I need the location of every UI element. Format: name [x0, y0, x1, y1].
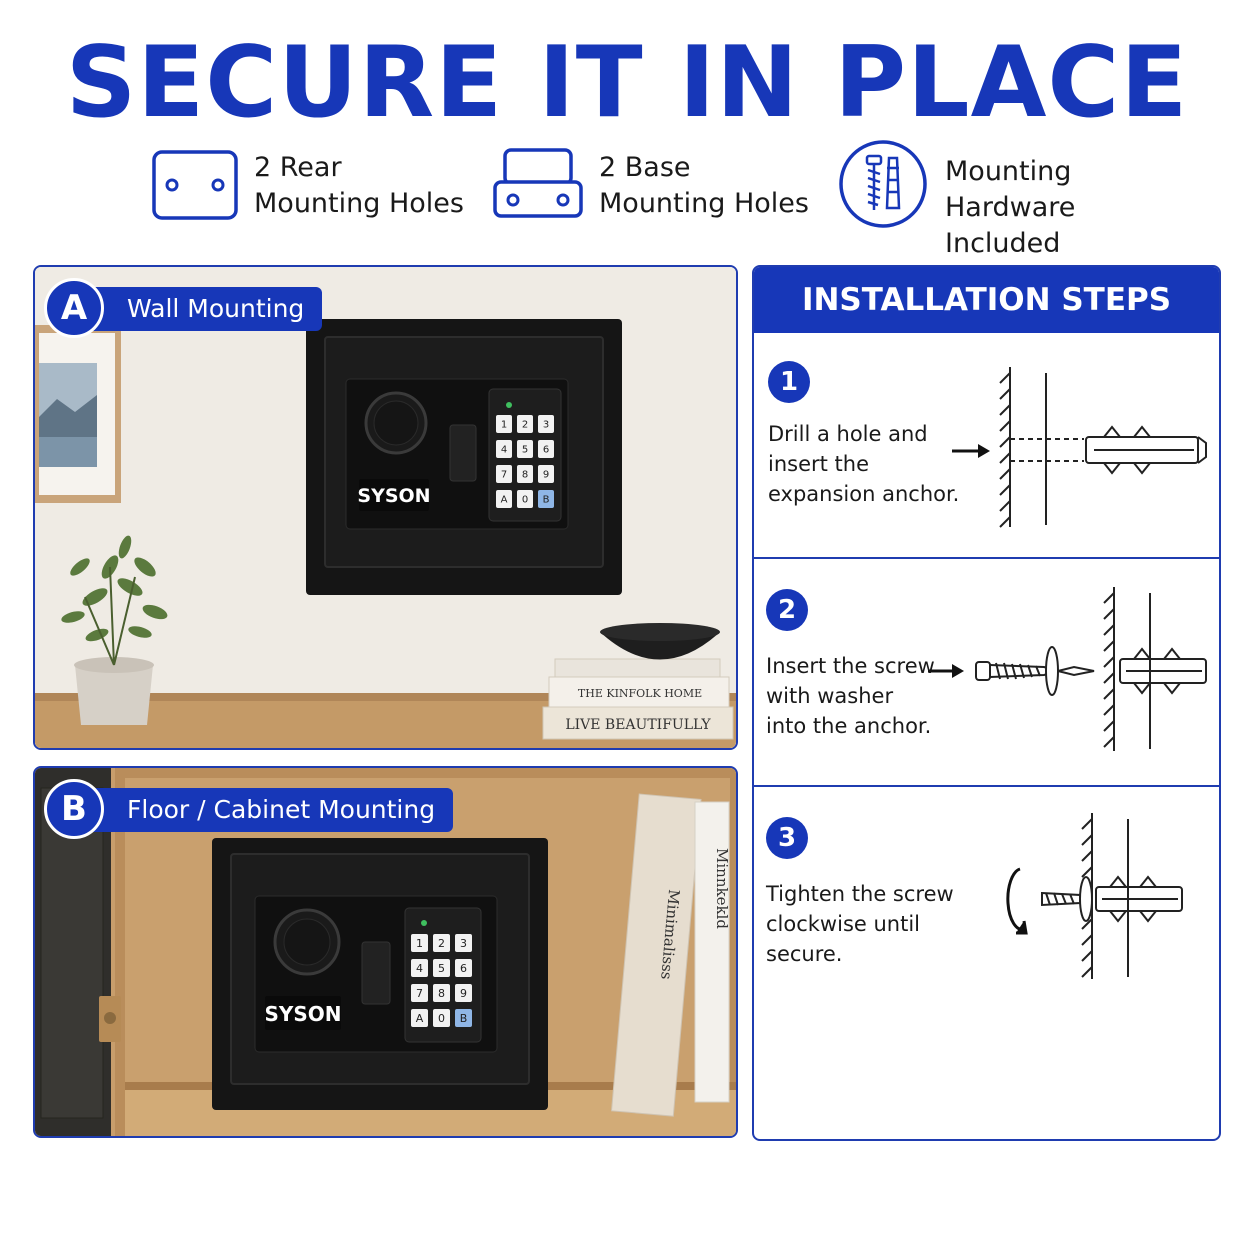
keypad-key-label: 0	[522, 495, 528, 506]
screw-insert-illustration	[928, 587, 1207, 751]
keypad-key-label: 1	[501, 420, 507, 431]
badge-letter-a: A	[44, 278, 104, 338]
feature-line1: 2 Rear	[254, 152, 342, 183]
keypad-key-label: 1	[416, 937, 423, 950]
step-number: 2	[766, 589, 808, 631]
screw-tighten-illustration	[1006, 813, 1183, 979]
rotate-clockwise-icon	[1006, 867, 1028, 935]
feature-line2: Mounting Holes	[599, 188, 809, 219]
keypad-key-label: 6	[460, 962, 467, 975]
keypad-key-label: 9	[543, 470, 549, 481]
keypad-key-label: 3	[543, 420, 549, 431]
keypad-key-label: 4	[501, 445, 507, 456]
keypad-key-label: 2	[438, 937, 445, 950]
keypad-key	[455, 1009, 472, 1027]
keypad-key-label: B	[460, 1012, 468, 1025]
feature-line2: Mounting Holes	[254, 188, 464, 219]
keypad-key	[496, 440, 512, 458]
arrow-icon	[952, 444, 990, 458]
drill-anchor-illustration	[952, 367, 1207, 528]
keypad-key	[517, 440, 533, 458]
keypad-key-label: 3	[460, 937, 467, 950]
keypad-key	[538, 490, 554, 508]
keypad-key	[517, 415, 533, 433]
badge-wall-mounting: Wall Mounting	[77, 287, 323, 331]
step-3: 3 Tighten the screw clockwise until secu…	[754, 787, 1219, 1139]
step-divider	[754, 785, 1219, 787]
keypad-key	[538, 415, 554, 433]
feature-line1: Mounting	[945, 156, 1072, 187]
book-spine-2: Minnkekld	[713, 848, 731, 929]
badge-floor-mounting: Floor / Cabinet Mounting	[77, 788, 454, 832]
safe-wall: SYSON 1 2 3 4 5 6 7 8 9A 0 B	[306, 319, 622, 595]
steps-heading: INSTALLATION STEPS	[754, 267, 1219, 333]
step-number: 3	[766, 817, 808, 859]
keypad-key-label: 0	[438, 1012, 445, 1025]
step-text: Tighten the screw clockwise until secure…	[766, 882, 954, 966]
keypad-key	[455, 984, 472, 1002]
base-mounting-holes-icon	[493, 148, 583, 218]
safe-cabinet: SYSON 1 2 3 4 5 6 7 8 9A 0 B	[212, 838, 548, 1110]
keypad-key	[455, 959, 472, 977]
keypad-key-label: 5	[438, 962, 445, 975]
feature-hardware: Mounting Hardware Included	[837, 140, 1177, 259]
safe-brand: SYSON	[357, 485, 430, 507]
keypad-key-label: 6	[543, 445, 549, 456]
wall-mounting-scene: THE KINFOLK HOME LIVE BEAUTIFULLY SYSON …	[35, 267, 736, 748]
keypad-key	[411, 959, 428, 977]
step-2: 2 Insert the screw with washer into the …	[754, 559, 1219, 785]
keypad-key-label: A	[501, 495, 508, 506]
book-title-1: THE KINFOLK HOME	[578, 687, 702, 700]
feature-line2: Hardware Included	[945, 192, 1076, 259]
feature-rear-holes: 2 Rear Mounting Holes	[150, 140, 470, 230]
keypad-key	[538, 465, 554, 483]
safe-brand: SYSON	[264, 1002, 341, 1026]
keypad-key	[517, 490, 533, 508]
keypad-key-label: 7	[501, 470, 507, 481]
keypad-key	[517, 465, 533, 483]
keypad-key	[496, 490, 512, 508]
keypad-key	[455, 934, 472, 952]
keypad-key	[496, 465, 512, 483]
panel-wall-mounting: THE KINFOLK HOME LIVE BEAUTIFULLY SYSON …	[33, 265, 738, 750]
page-title: SECURE IT IN PLACE	[65, 26, 1189, 140]
book-title-2: LIVE BEAUTIFULLY	[565, 717, 711, 733]
keypad-key-label: 9	[460, 987, 467, 1000]
feature-base-holes: 2 Base Mounting Holes	[493, 140, 813, 230]
rear-mounting-holes-icon	[152, 150, 238, 220]
keypad-key	[433, 984, 450, 1002]
keypad-key	[496, 415, 512, 433]
plant	[61, 535, 168, 725]
step-divider	[754, 557, 1219, 559]
step-1: 1 Drill a hole and insert the expansion …	[754, 333, 1219, 557]
badge-label: Floor / Cabinet Mounting	[127, 795, 436, 824]
keypad-key	[411, 934, 428, 952]
mounting-hardware-icon	[839, 140, 927, 228]
keypad-key-label: B	[543, 495, 550, 506]
keypad-key-label: 2	[522, 420, 528, 431]
keypad-key-label: 4	[416, 962, 423, 975]
keypad-key-label: 7	[416, 987, 423, 1000]
keypad-key-label: A	[416, 1012, 424, 1025]
keypad-key	[411, 984, 428, 1002]
keypad-key-label: 8	[438, 987, 445, 1000]
keypad-key	[433, 959, 450, 977]
keypad-key	[411, 1009, 428, 1027]
feature-line1: 2 Base	[599, 152, 691, 183]
keypad-key	[538, 440, 554, 458]
arrow-icon	[928, 664, 964, 678]
keypad-key-label: 8	[522, 470, 528, 481]
keypad-key	[433, 1009, 450, 1027]
keypad-key	[433, 934, 450, 952]
step-number: 1	[768, 361, 810, 403]
step-text: Insert the screw with washer into the an…	[766, 654, 935, 738]
installation-steps-panel: INSTALLATION STEPS 1 Drill a hole and in…	[752, 265, 1221, 1141]
keypad-key-label: 5	[522, 445, 528, 456]
badge-label: Wall Mounting	[127, 294, 305, 323]
step-text: Drill a hole and insert the expansion an…	[768, 422, 960, 506]
badge-letter-b: B	[44, 779, 104, 839]
